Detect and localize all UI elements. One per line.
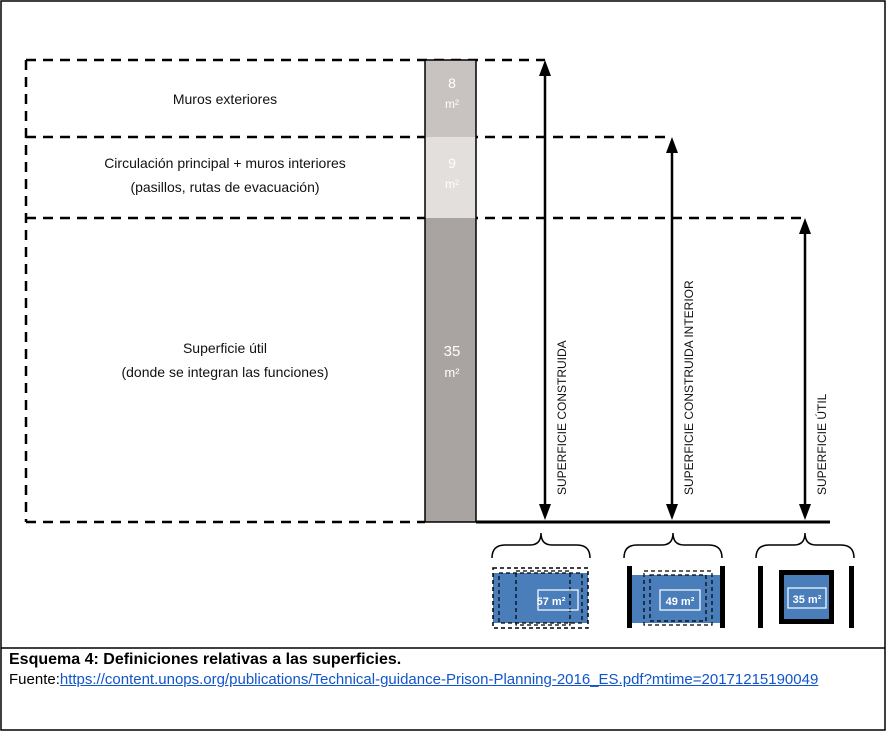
brace-construida bbox=[491, 532, 591, 559]
arrow-superficie-construida bbox=[539, 60, 551, 520]
caption-title: Esquema 4: Definiciones relativas a las … bbox=[9, 651, 402, 668]
brace-util bbox=[755, 532, 855, 559]
brace-group bbox=[491, 532, 855, 559]
plan-value-35: 35 m² bbox=[793, 594, 822, 606]
brace-construida-interior bbox=[623, 532, 723, 559]
plan-superficie-util: 35 m² bbox=[758, 566, 854, 628]
bar-segment-exterior-walls bbox=[425, 60, 476, 137]
caption-source-prefix: Fuente: bbox=[9, 671, 60, 688]
bar-unit-useful-area: m² bbox=[444, 365, 460, 380]
bar-segment-circulation bbox=[425, 137, 476, 218]
zone-label-circulation: Circulación principal + muros interiores bbox=[104, 155, 346, 171]
zone-label-circulation-detail: (pasillos, rutas de evacuación) bbox=[130, 179, 319, 195]
plan-value-57: 57 m² bbox=[537, 596, 566, 608]
arrow-label-superficie-construida: SUPERFICIE CONSTRUIDA bbox=[555, 340, 569, 495]
caption-source: Fuente:https://content.unops.org/publica… bbox=[9, 670, 879, 690]
bar-value-exterior-walls: 8 bbox=[448, 75, 456, 91]
bar-segment-useful-area bbox=[425, 218, 476, 522]
bar-value-useful-area: 35 bbox=[444, 343, 461, 360]
zone-label-exterior-walls: Muros exteriores bbox=[173, 91, 277, 107]
plan-superficie-construida: 57 m² bbox=[492, 567, 589, 629]
plan-superficie-construida-interior: 49 m² bbox=[627, 566, 725, 628]
bar-unit-exterior-walls: m² bbox=[445, 97, 459, 111]
bar-outline bbox=[424, 59, 477, 523]
figure-caption: Esquema 4: Definiciones relativas a las … bbox=[9, 650, 879, 690]
caption-source-link[interactable]: https://content.unops.org/publications/T… bbox=[59, 671, 819, 688]
arrow-superficie-util bbox=[799, 218, 811, 520]
arrow-superficie-construida-interior bbox=[666, 137, 678, 520]
plan-value-49: 49 m² bbox=[666, 596, 695, 608]
bar-unit-circulation: m² bbox=[445, 177, 459, 191]
bar-value-circulation: 9 bbox=[448, 155, 456, 171]
zone-label-useful-area: Superficie útil bbox=[183, 340, 267, 356]
zone-label-useful-area-detail: (donde se integran las funciones) bbox=[121, 364, 328, 380]
arrow-label-superficie-construida-interior: SUPERFICIE CONSTRUIDA INTERIOR bbox=[682, 280, 696, 495]
arrow-label-superficie-util: SUPERFICIE ÚTIL bbox=[814, 393, 829, 495]
